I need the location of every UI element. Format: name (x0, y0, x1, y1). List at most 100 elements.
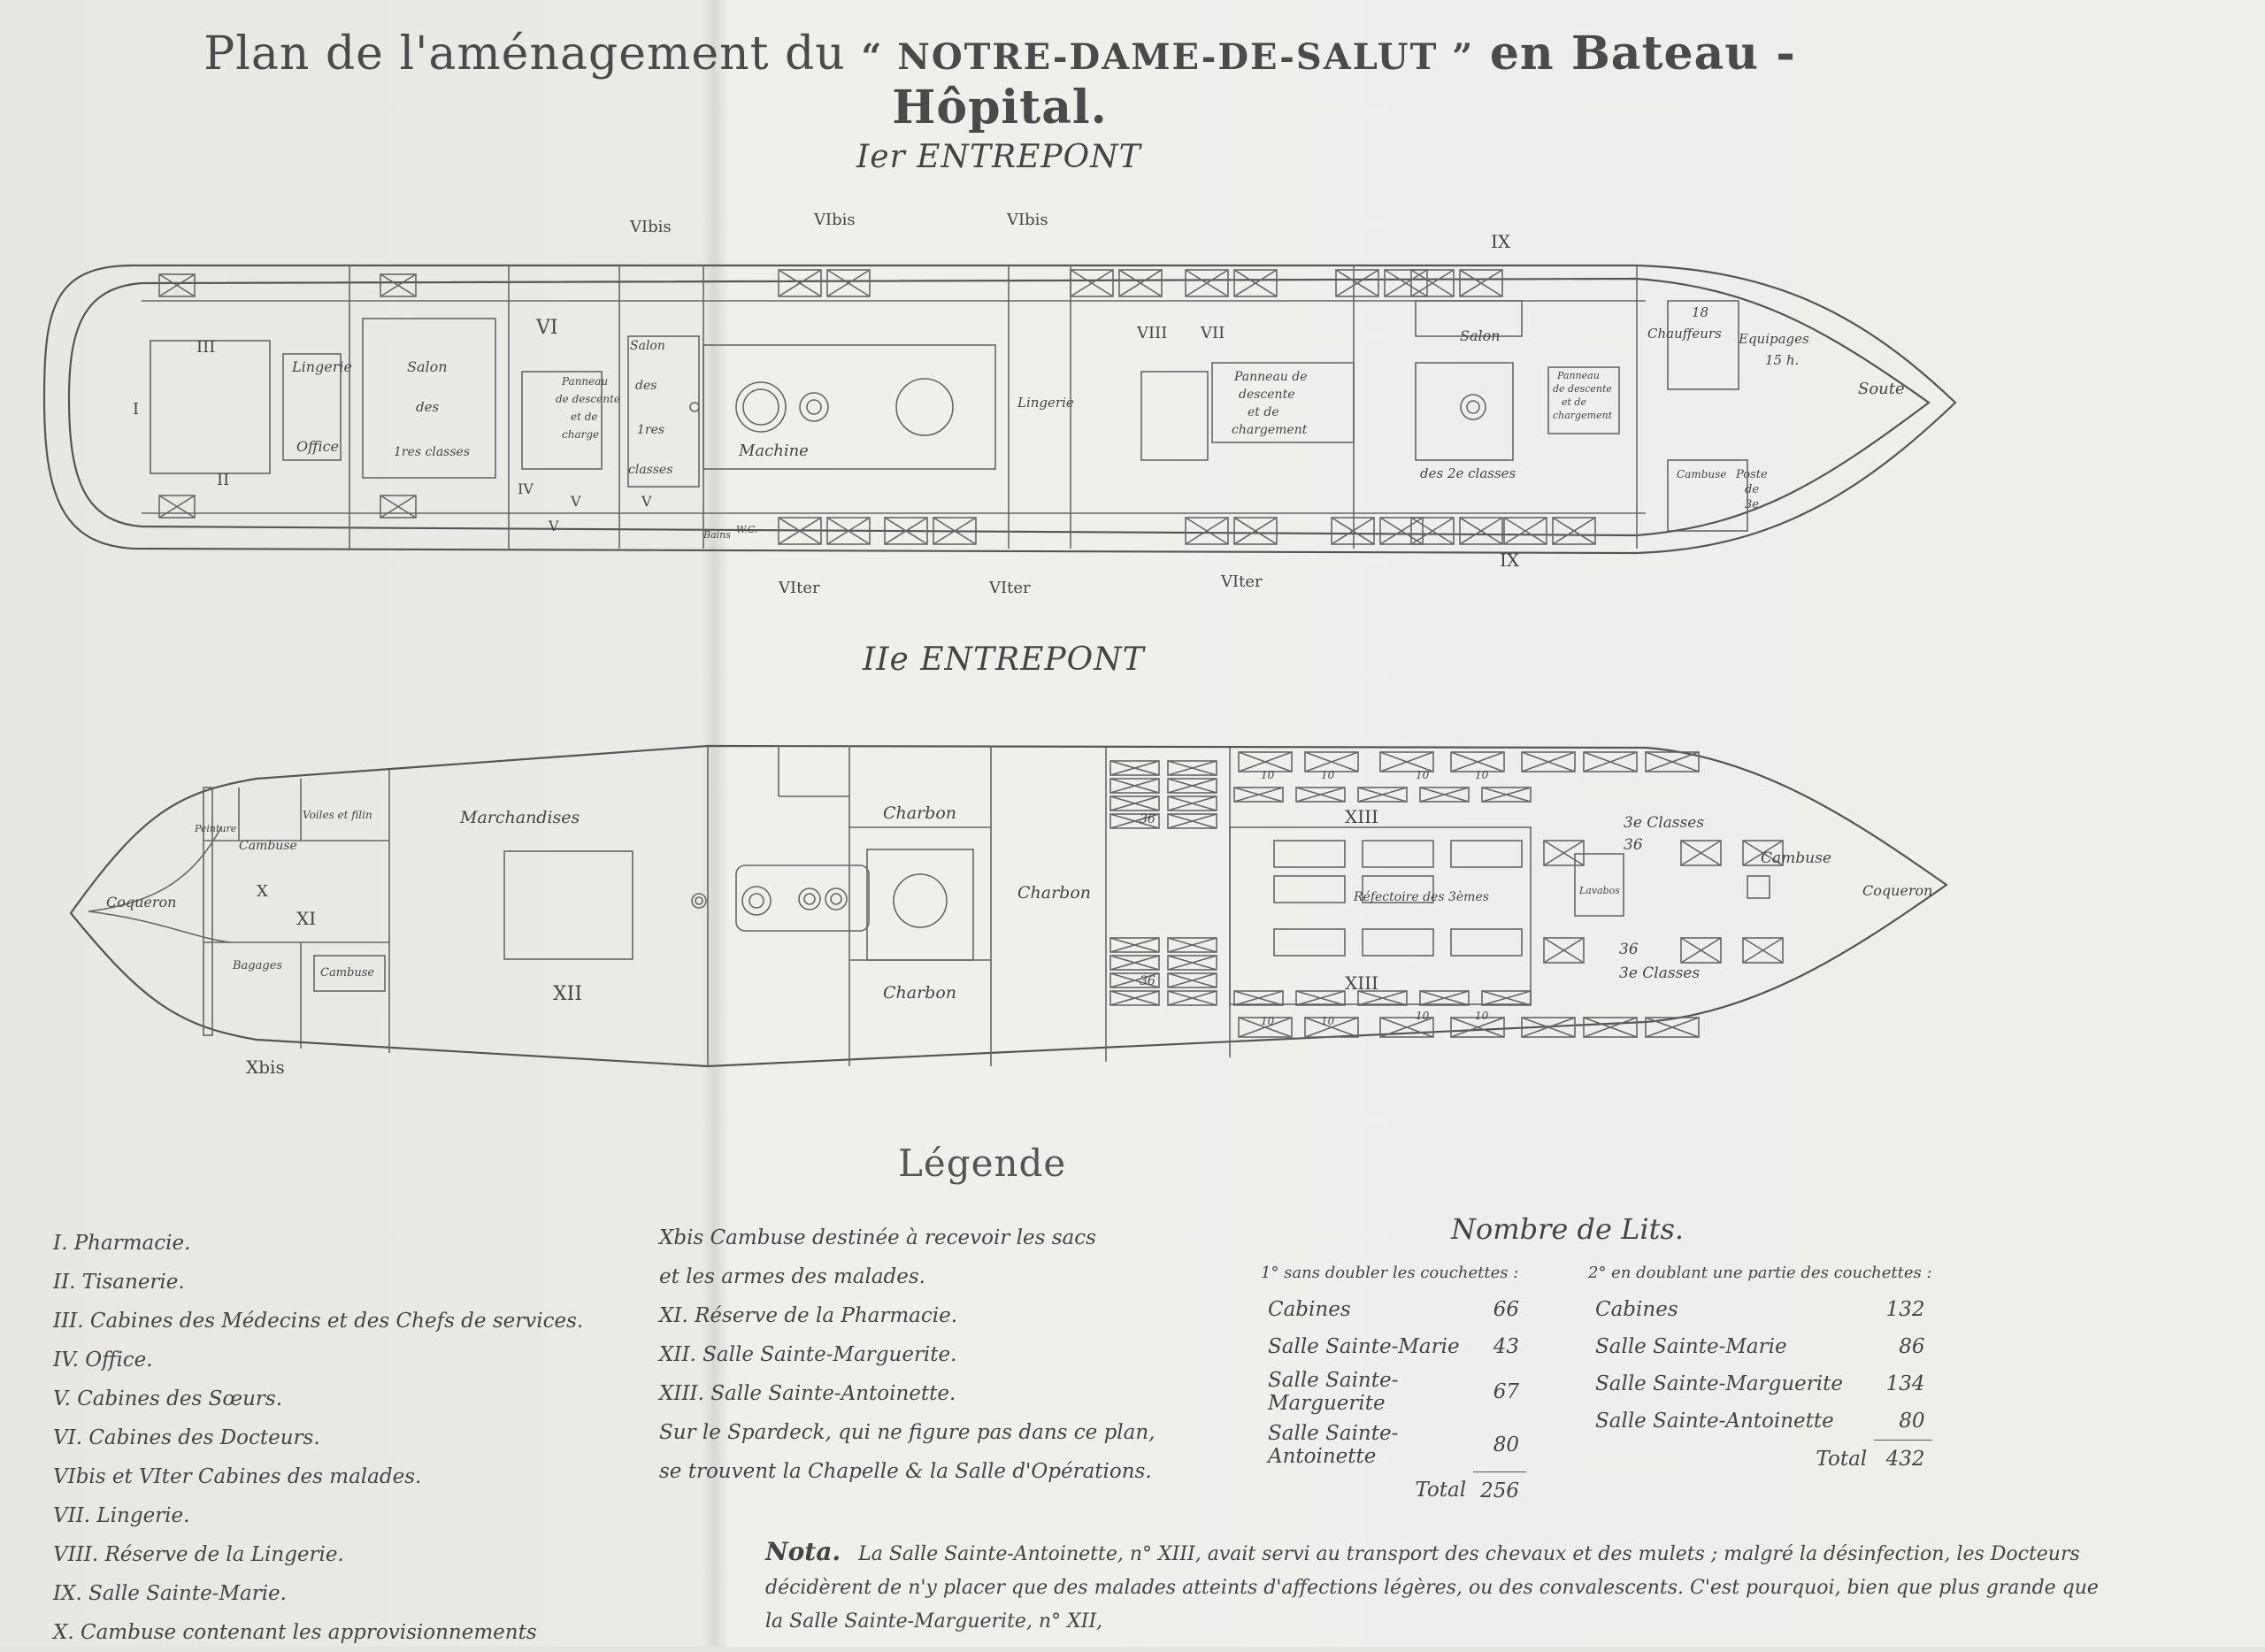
berth-cross (1521, 751, 1576, 772)
label-lingerie: Lingerie (291, 358, 352, 375)
berth-cross (1109, 937, 1160, 953)
label-salon-2: Salon (630, 339, 665, 353)
berth (1583, 1017, 1638, 1038)
berth-cross (1167, 795, 1217, 811)
berth-cross (1459, 269, 1503, 297)
beds-room-name: Salle Sainte-Marie (1595, 1335, 1787, 1358)
label-coqueron-aft: Coqueron (106, 894, 176, 911)
legend-entry: VIII. Réserve de la Lingerie. (53, 1543, 344, 1566)
berth-cross (1233, 787, 1284, 803)
berth-cross (778, 269, 822, 297)
roman-XI: XI (296, 908, 316, 929)
berth (1109, 795, 1160, 811)
beds-count: 66 (1493, 1298, 1519, 1321)
berth-cross (380, 273, 417, 297)
count-36: 36 (1140, 812, 1156, 826)
berth (1109, 955, 1160, 971)
legend-entry: I. Pharmacie. (53, 1232, 191, 1255)
berth-cross (1109, 972, 1160, 988)
legend-entry: VIbis et VIter Cabines des malades. (53, 1465, 422, 1488)
deck2-berth-counts: 10 10 10 10 10 10 10 10 36 36 (1140, 769, 1489, 1027)
beds-count: 134 (1885, 1372, 1925, 1395)
berth-cross (1109, 990, 1160, 1006)
deck1-berths (158, 269, 1596, 545)
deck2-partitions (203, 746, 1770, 1066)
label-chargement-2: chargement (1232, 423, 1308, 437)
berth-cross (1109, 795, 1160, 811)
berth-cross (1331, 517, 1375, 545)
deck1-machine (689, 378, 1486, 436)
berth (1109, 813, 1160, 829)
berth (1304, 1017, 1359, 1038)
berth-cross (1384, 269, 1428, 297)
roman-VIbis-2: VIbis (813, 211, 856, 229)
berth (933, 517, 977, 545)
beds-count: 67 (1493, 1380, 1519, 1403)
label-des-2: des (635, 379, 656, 393)
roman-VIter-2: VIter (988, 579, 1031, 597)
refectory-table (1362, 840, 1434, 868)
berth-cross (1410, 269, 1455, 297)
berth-cross (1335, 269, 1379, 297)
beds-count: 80 (1899, 1410, 1925, 1433)
berth (158, 495, 196, 519)
berth-cross (1233, 990, 1284, 1006)
berth (826, 517, 871, 545)
berth-cross (826, 517, 871, 545)
label-charge-1: charge (562, 428, 599, 441)
berth-cross (1503, 517, 1547, 545)
berth (1645, 751, 1700, 772)
roman-V-3: V (548, 518, 559, 534)
label-panneau-2: Panneau de (1233, 370, 1308, 384)
berth-cross (1680, 840, 1722, 866)
label-descente-2: descente (1239, 388, 1295, 402)
berth (778, 517, 822, 545)
label-36-b: 36 (1619, 941, 1639, 958)
roman-VI: VI (535, 317, 558, 339)
berth-cross (1543, 937, 1585, 964)
berth-cross (1109, 778, 1160, 794)
label-marchandises: Marchandises (459, 808, 580, 827)
roman-XII: XII (553, 983, 582, 1005)
berth-cross (1450, 751, 1505, 772)
berth-cross (1167, 937, 1217, 953)
label-salon-3: Salon (1460, 327, 1501, 344)
beds-table-1-caption: 1° sans doubler les couchettes : (1261, 1264, 1519, 1282)
beds-room-name: Salle Sainte-Antoinette (1595, 1410, 1834, 1433)
label-3e-classes-1: 3e Classes (1624, 814, 1704, 832)
berth (1185, 269, 1229, 297)
berth (1070, 269, 1114, 297)
legend-entry: IX. Salle Sainte-Marie. (53, 1582, 287, 1605)
refectory-table (1362, 928, 1434, 957)
label-charbon-3: Charbon (1017, 883, 1091, 903)
count-10: 10 (1416, 1010, 1430, 1022)
berth-cross (1645, 751, 1700, 772)
berth-cross (1450, 1017, 1505, 1038)
count-10: 10 (1475, 769, 1489, 781)
beds-count: 86 (1899, 1335, 1925, 1358)
label-chargement-3: chargement (1553, 410, 1613, 421)
label-de-descente-1: de descente (556, 393, 620, 405)
label-des-2e-classes: des 2e classes (1420, 465, 1516, 481)
beds-room-name: Total (1415, 1479, 1467, 1502)
berth (1450, 751, 1505, 772)
berth (1335, 269, 1379, 297)
berth (1742, 937, 1784, 964)
deck1-label: Ier ENTREPONT (856, 139, 1141, 175)
beds-table-2: 2° en doublant une partie des couchettes… (1588, 1264, 1932, 1478)
berth (1295, 787, 1346, 803)
berth (1331, 517, 1375, 545)
label-machine: Machine (738, 442, 809, 460)
berth-cross (1583, 1017, 1638, 1038)
label-cambuse-aft: Cambuse (239, 839, 297, 853)
roman-III: III (196, 338, 215, 357)
berth (158, 273, 196, 297)
berth (826, 269, 871, 297)
beds-room-name: Salle Sainte-Marie (1268, 1335, 1460, 1358)
legend-entry: Xbis Cambuse destinée à recevoir les sac… (659, 1226, 1096, 1249)
